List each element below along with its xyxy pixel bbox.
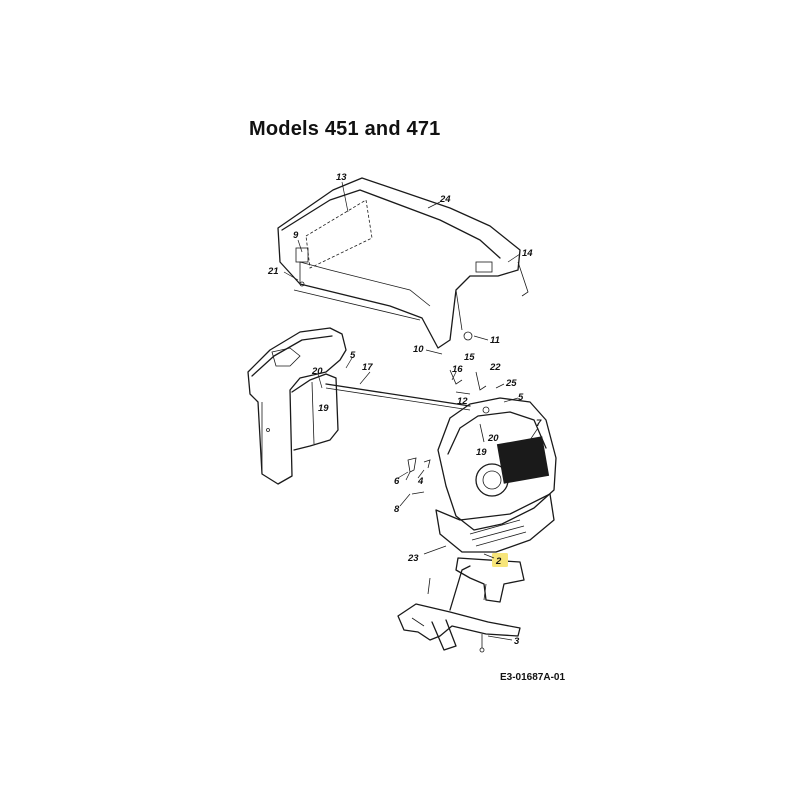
hood-part [277, 177, 529, 349]
callout-21: 21 [267, 266, 279, 277]
callout-5: 5 [350, 350, 356, 361]
callout-19-lower: 19 [476, 447, 487, 458]
frame-part [397, 557, 525, 653]
callout-10: 10 [413, 344, 424, 355]
callout-12: 12 [457, 396, 468, 407]
callout-22: 22 [489, 362, 501, 373]
callout-7: 7 [536, 418, 542, 429]
callout-4: 4 [417, 476, 424, 487]
callout-20-lower: 20 [487, 433, 499, 444]
callout-15: 15 [464, 352, 475, 363]
callout-17: 17 [362, 362, 373, 373]
reference-code: E3-01687A-01 [500, 672, 566, 683]
callout-16: 16 [452, 364, 463, 375]
callout-9: 9 [293, 230, 299, 241]
callout-3: 3 [514, 636, 520, 647]
callout-5-lower: 5 [518, 392, 524, 403]
callout-2-highlight [492, 553, 508, 567]
diagram-title: Models 451 and 471 [249, 118, 441, 140]
callout-6: 6 [394, 476, 400, 487]
callout-13: 13 [336, 172, 347, 183]
callout-25: 25 [505, 378, 517, 389]
callout-20: 20 [311, 366, 323, 377]
callout-24: 24 [439, 194, 451, 205]
callout-23: 23 [407, 553, 419, 564]
leader-lines [283, 181, 539, 641]
callout-8: 8 [394, 504, 400, 515]
callout-19: 19 [318, 403, 329, 414]
dash-panel-part [247, 327, 347, 485]
callout-2: 2 [495, 556, 502, 567]
callout-11: 11 [490, 335, 500, 346]
grille-part [435, 397, 557, 553]
callout-labels: 13 24 9 14 21 11 10 15 5 17 16 22 20 25 … [267, 172, 542, 647]
callout-14: 14 [522, 248, 533, 259]
